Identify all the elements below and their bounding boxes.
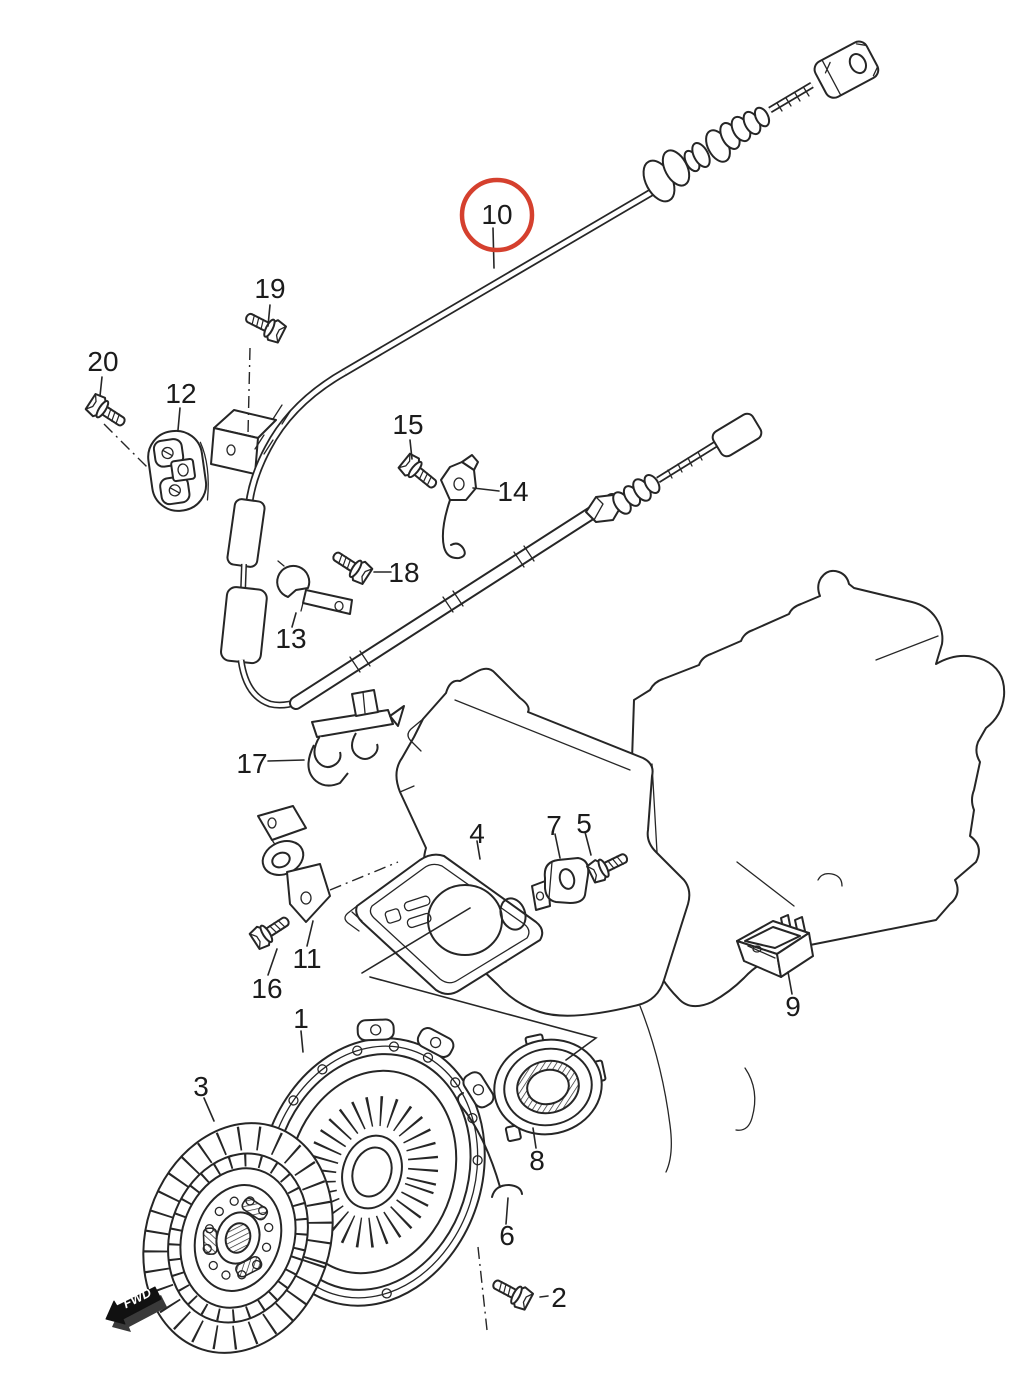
callout-19: 19 (254, 273, 285, 304)
callout-8: 8 (529, 1145, 545, 1176)
fwd-direction-arrow: FWD (105, 1284, 167, 1332)
release-rod-6 (457, 1092, 523, 1198)
alignment-lines (103, 347, 598, 1331)
bracket-11 (257, 805, 331, 923)
callout-labels: 1 2 3 4 5 6 7 8 9 11 12 13 14 15 16 17 1… (87, 273, 800, 1313)
callout-10: 10 (481, 199, 512, 230)
callout-5: 5 (576, 808, 592, 839)
cable-bracket (210, 409, 277, 475)
callout-12: 12 (165, 378, 196, 409)
callout-4: 4 (469, 818, 485, 849)
callout-2: 2 (551, 1282, 567, 1313)
callout-14: 14 (497, 476, 528, 507)
callout-7: 7 (546, 810, 562, 841)
clip-17 (307, 689, 405, 787)
leader-lines (99, 227, 793, 1298)
bolt-19 (240, 305, 288, 346)
disc-springs (202, 1197, 269, 1278)
bracket-12 (147, 429, 209, 512)
callout-13: 13 (275, 623, 306, 654)
hook-bracket-14 (440, 454, 479, 560)
highlight-circle (459, 177, 535, 253)
bolt-15 (396, 451, 443, 496)
cable-grommet (642, 106, 771, 203)
callout-1: 1 (293, 1003, 309, 1034)
bolt-2 (487, 1272, 535, 1313)
callout-6: 6 (499, 1220, 515, 1251)
callout-16: 16 (251, 973, 282, 1004)
callout-15: 15 (392, 409, 423, 440)
clamp-13 (276, 560, 353, 615)
release-fork-cover-4 (344, 853, 544, 995)
callout-3: 3 (193, 1071, 209, 1102)
callout-11: 11 (292, 943, 321, 974)
callout-20: 20 (87, 346, 118, 377)
clutch-disc-3 (142, 1122, 334, 1354)
cable-adjuster (585, 412, 763, 523)
bolt-18 (327, 544, 375, 587)
clamp-7 (531, 857, 590, 911)
cable-clevis-end (813, 40, 880, 99)
bolt-16 (247, 909, 295, 952)
callout-18: 18 (388, 557, 419, 588)
cover-mount-lugs (356, 1018, 495, 1109)
callout-17: 17 (236, 748, 267, 779)
highlighted-callout-10: 10 (459, 177, 535, 253)
release-bearing-8 (493, 1033, 607, 1143)
clutch-cable-assembly (210, 40, 880, 710)
engine-block-outline (622, 569, 1006, 1173)
callout-9: 9 (785, 991, 801, 1022)
tray-9 (736, 914, 814, 978)
